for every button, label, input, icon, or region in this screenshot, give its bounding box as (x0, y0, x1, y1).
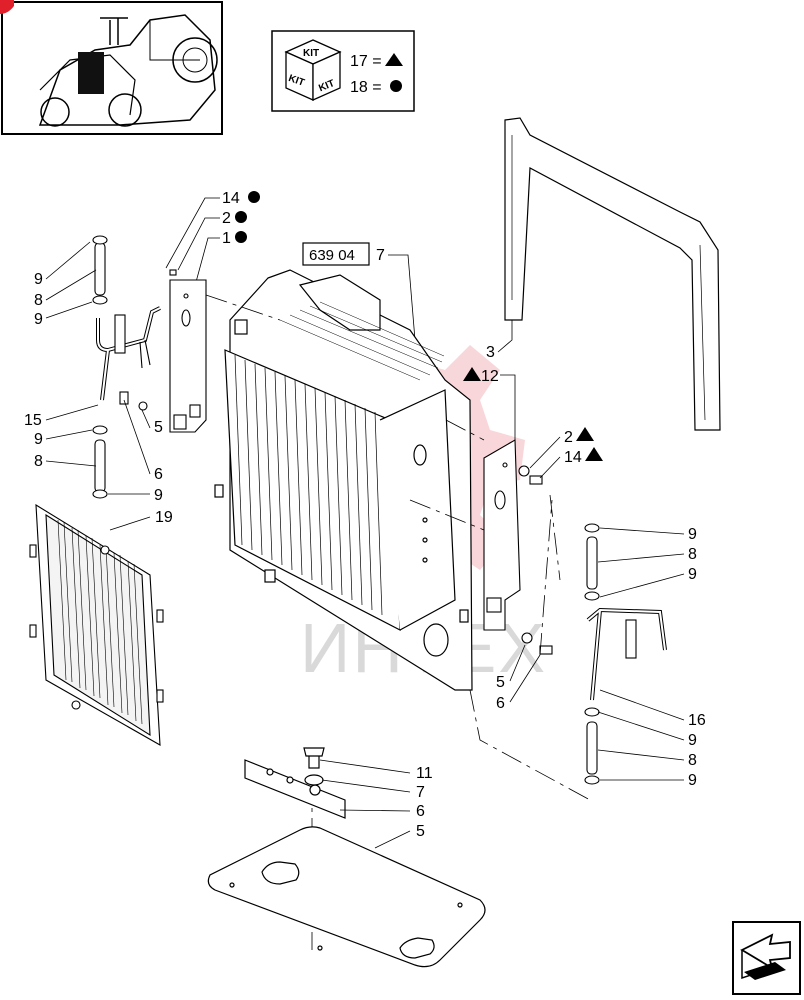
callout-8-b: 8 (34, 453, 43, 470)
bottom-plate-assembly (207, 747, 486, 968)
kit-line-17: 17 = (350, 53, 382, 70)
left-bracket (169, 279, 207, 433)
callout-7-top: 7 (376, 247, 385, 264)
callout-9-r-d: 9 (688, 772, 697, 789)
callout-14-right: 14 (564, 449, 582, 466)
callout-5-left: 5 (154, 419, 163, 436)
callouts-top: 14 2 1 (165, 190, 260, 283)
callout-9-b: 9 (34, 311, 43, 328)
kit-legend: KIT KIT KIT 17 = 18 = (271, 30, 415, 112)
dot-icon (390, 80, 402, 92)
kit-top-text: KIT (303, 48, 319, 59)
callouts-bottom: 11 7 6 5 (319, 759, 433, 849)
reference-text: 639 04 (309, 247, 355, 264)
callout-3: 3 (486, 344, 495, 361)
callout-2-right: 2 (564, 429, 573, 446)
callout-8-r-b: 8 (688, 752, 697, 769)
callout-16: 16 (688, 712, 706, 729)
callout-6-right: 6 (496, 695, 505, 712)
radiator-assembly (214, 269, 473, 691)
triangle-icon (463, 367, 481, 381)
callout-9-c: 9 (34, 431, 43, 448)
frame-3 (504, 117, 721, 431)
reference-box: 639 04 7 (302, 242, 416, 341)
callout-9-a: 9 (34, 271, 43, 288)
callout-19: 19 (155, 509, 173, 526)
callouts-left: 9 8 9 15 9 8 9 5 6 19 (24, 241, 173, 531)
kit-line-18: 18 = (350, 79, 382, 96)
tractor-thumbnail[interactable] (0, 0, 223, 135)
callout-8-r-a: 8 (688, 546, 697, 563)
callout-6-bottom: 6 (416, 803, 425, 820)
callout-7-bottom: 7 (416, 784, 425, 801)
callout-2-top: 2 (222, 210, 231, 227)
right-bracket (483, 439, 553, 655)
callout-9-r-c: 9 (688, 732, 697, 749)
callout-6-left: 6 (154, 466, 163, 483)
next-page-arrow-icon[interactable] (732, 921, 801, 995)
oil-cooler-19 (29, 503, 164, 746)
callout-15: 15 (24, 412, 42, 429)
triangle-icon (385, 53, 403, 66)
callout-14-top: 14 (222, 190, 240, 207)
left-hose-assembly (92, 235, 177, 499)
callout-5-bottom: 5 (416, 823, 425, 840)
callout-1-top: 1 (222, 230, 231, 247)
triangle-icon (576, 427, 594, 441)
callouts-right: 3 12 2 14 9 8 9 5 6 16 9 8 9 (463, 320, 706, 789)
callout-5-right: 5 (496, 674, 505, 691)
callout-9-r-a: 9 (688, 526, 697, 543)
callout-8-a: 8 (34, 292, 43, 309)
right-hose-assembly (584, 523, 667, 785)
callout-9-r-b: 9 (688, 566, 697, 583)
callout-11: 11 (416, 765, 433, 782)
callout-9-d: 9 (154, 487, 163, 504)
triangle-icon (585, 447, 603, 461)
kit-left-text: KIT (287, 73, 306, 89)
kit-cube-icon: KIT KIT KIT (284, 39, 342, 102)
callout-12: 12 (481, 368, 499, 385)
